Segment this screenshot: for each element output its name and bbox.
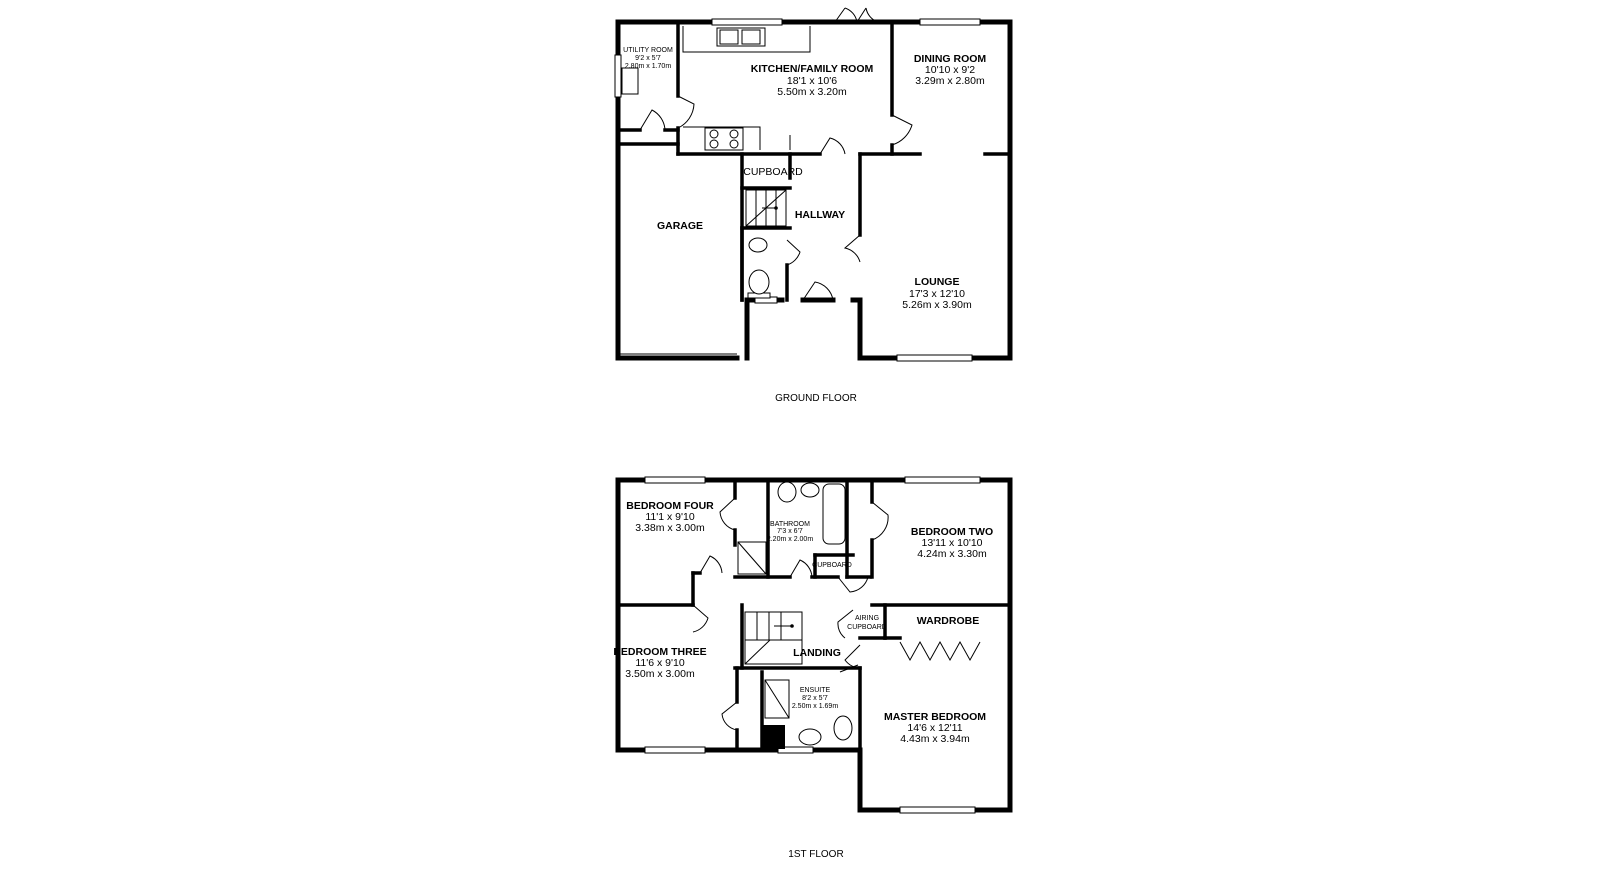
first-windows <box>644 476 981 814</box>
kitchen-imperial: 18'1 x 10'6 <box>787 75 837 87</box>
kitchen-name: KITCHEN/FAMILY ROOM <box>751 63 874 75</box>
master-imperial: 14'6 x 12'11 <box>907 722 962 734</box>
first-cupboard-name: CUPBOARD <box>812 562 852 569</box>
lounge-imperial: 17'3 x 12'10 <box>909 288 965 300</box>
ground-doors <box>618 7 913 355</box>
airing-cupboard-line1: AIRING <box>855 615 879 622</box>
ensuite-imperial: 8'2 x 5'7 <box>802 695 828 702</box>
first-floor: BEDROOM FOUR 11'1 x 9'10 3.38m x 3.00m B… <box>613 476 1013 860</box>
bed2-metric: 4.24m x 3.30m <box>917 548 987 560</box>
dining-metric: 3.29m x 2.80m <box>915 75 985 87</box>
bed3-name: BEDROOM THREE <box>613 646 706 658</box>
bed4-name: BEDROOM FOUR <box>626 500 714 512</box>
ground-toilet-basin <box>747 237 771 299</box>
ground-floor-caption: GROUND FLOOR <box>775 393 857 404</box>
bed4-imperial: 11'1 x 9'10 <box>645 511 695 523</box>
first-stairs <box>744 611 803 665</box>
garage-name: GARAGE <box>657 220 703 232</box>
ground-stairs <box>745 189 787 227</box>
utility-room-imperial: 9'2 x 5'7 <box>635 55 661 62</box>
utility-room-name: UTILITY ROOM <box>623 47 673 54</box>
ground-windows <box>614 18 981 362</box>
lounge-name: LOUNGE <box>915 276 960 288</box>
utility-room-metric: 2.80m x 1.70m <box>625 63 671 70</box>
airing-cupboard-line2: CUPBOARD <box>847 624 887 631</box>
hallway-name: HALLWAY <box>795 209 845 221</box>
bed2-name: BEDROOM TWO <box>911 526 993 538</box>
lounge-metric: 5.26m x 3.90m <box>902 299 972 311</box>
first-doors <box>692 497 981 731</box>
master-metric: 4.43m x 3.94m <box>900 733 970 745</box>
dining-imperial: 10'10 x 9'2 <box>925 64 975 76</box>
wardrobe-name: WARDROBE <box>917 615 979 627</box>
bathroom-name: BATHROOM <box>770 521 810 528</box>
bed4-metric: 3.38m x 3.00m <box>635 522 705 534</box>
first-interior-walls <box>616 478 1012 752</box>
kitchen-counters <box>621 26 811 151</box>
first-floor-caption: 1ST FLOOR <box>788 849 843 860</box>
bed2-imperial: 13'11 x 10'10 <box>921 537 982 549</box>
master-name: MASTER BEDROOM <box>884 711 986 723</box>
kitchen-metric: 5.50m x 3.20m <box>777 86 847 98</box>
ground-interior-walls <box>616 20 1012 302</box>
landing-name: LANDING <box>793 647 841 659</box>
bathroom-metric: 2.20m x 2.00m <box>767 536 813 543</box>
first-bathroom-fixtures <box>737 481 853 749</box>
ensuite-metric: 2.50m x 1.69m <box>792 703 838 710</box>
bathroom-imperial: 7'3 x 6'7 <box>777 528 803 535</box>
bed3-imperial: 11'6 x 9'10 <box>635 657 685 669</box>
ground-cupboard-name: CUPBOARD <box>743 166 803 178</box>
ensuite-name: ENSUITE <box>800 687 831 694</box>
dining-name: DINING ROOM <box>914 53 987 65</box>
bed3-metric: 3.50m x 3.00m <box>625 668 695 680</box>
ground-floor: UTILITY ROOM 9'2 x 5'7 2.80m x 1.70m KIT… <box>614 7 1013 404</box>
